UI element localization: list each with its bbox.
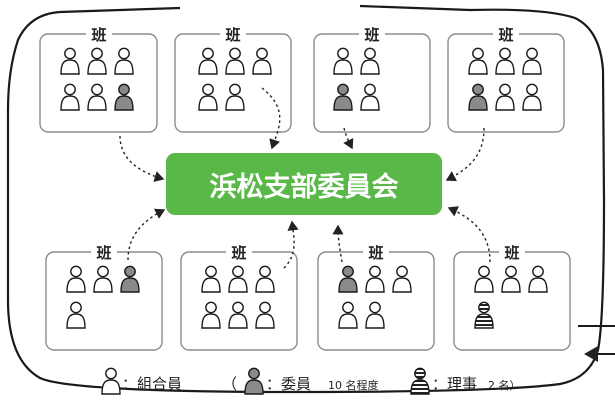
connector-arrow-2 [261,87,281,150]
person-icon [468,47,488,75]
person-icon [66,265,86,293]
legend-director-count: 2 名） [488,378,521,392]
person-icon [114,83,134,111]
person-icon [87,47,107,75]
connector-arrow-7 [332,224,344,263]
connector-arrow-6 [283,220,299,269]
person-icon [66,301,86,329]
person-icon [474,265,494,293]
person-icon [201,301,221,329]
group-2-title: 班 [225,26,240,44]
member-legend-icon [101,367,121,395]
outer-frame-top [59,6,181,14]
person-icon [228,301,248,329]
group-8-title: 班 [504,244,519,262]
outer-frame-top-right [359,4,471,12]
group-1-title: 班 [91,26,106,44]
person-icon [201,265,221,293]
outer-frame [6,8,606,394]
center-committee-label: 浜松支部委員会 [210,171,399,203]
center-committee-box [166,153,442,215]
person-icon [225,47,245,75]
person-icon [522,47,542,75]
person-icon [474,301,494,329]
legend-icons [101,367,430,395]
person-icon [495,83,515,111]
person-icon [360,47,380,75]
person-icon [87,83,107,111]
person-icon [338,265,358,293]
person-icon [365,265,385,293]
connector-arrow-1 [119,135,165,182]
person-icon [365,301,385,329]
person-icon [114,47,134,75]
connector-arrow-3 [343,127,354,150]
person-icon [228,265,248,293]
group-5-title: 班 [96,244,111,262]
person-icon [225,83,245,111]
person-icon [468,83,488,111]
person-icon [120,265,140,293]
person-icon [338,301,358,329]
group-3-title: 班 [364,26,379,44]
person-icon [522,83,542,111]
group-7-title: 班 [368,244,383,262]
legend-committee-count: 10 名程度 [328,378,379,392]
person-icon [255,301,275,329]
person-icon [333,83,353,111]
person-icon [528,265,548,293]
connector-arrow-4 [445,127,485,182]
legend-member-label: ：組合員 [122,375,182,393]
person-icon [93,265,113,293]
people-layer [60,47,548,329]
connector-arrow-8 [447,206,491,263]
person-icon [60,47,80,75]
person-icon [392,265,412,293]
person-icon [198,83,218,111]
committee-legend-icon [244,367,264,395]
person-icon [360,83,380,111]
person-icon [252,47,272,75]
person-icon [255,265,275,293]
group-4-title: 班 [498,26,513,44]
legend-committee-label: ：委員 [266,375,311,393]
legend-open-paren: （ [222,375,237,393]
person-icon [495,47,515,75]
connector-arrow-5 [127,208,166,261]
group-6-title: 班 [231,244,246,262]
legend-director-label: ：理事 [432,375,477,393]
person-icon [60,83,80,111]
person-icon [333,47,353,75]
director-legend-icon [410,367,430,395]
person-icon [501,265,521,293]
person-icon [198,47,218,75]
